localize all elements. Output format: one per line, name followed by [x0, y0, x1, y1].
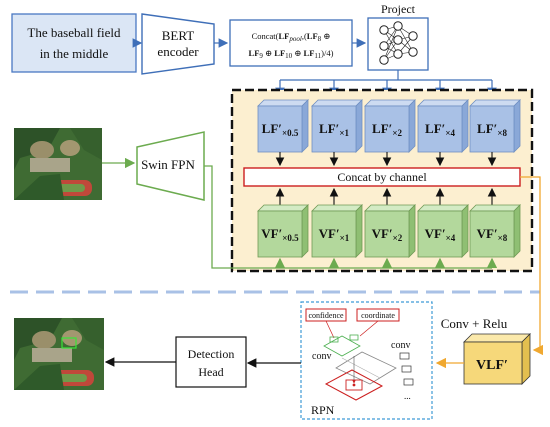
- svg-text:VF′×1: VF′×1: [319, 226, 350, 243]
- detection-head-line2: Head: [198, 365, 223, 379]
- detection-box: [61, 337, 77, 349]
- svg-text:VF′×0.5: VF′×0.5: [261, 226, 299, 243]
- rpn-conv-left: conv: [312, 351, 331, 362]
- rpn-block: confidence coordinate conv conv ... RPN: [300, 301, 433, 420]
- vlf-cube: VLF′: [463, 333, 531, 385]
- vf-cube-x8: VF′×8: [469, 204, 521, 258]
- vf-main: VF′: [261, 226, 282, 241]
- conv-relu-label: Conv + Relu: [441, 316, 508, 331]
- vf-cube-group: VF′×0.5 VF′×1 VF′×2 VF′×4 VF′×8: [257, 204, 521, 258]
- rpn-label: RPN: [311, 403, 335, 417]
- lf-main: LF′: [477, 121, 497, 136]
- concat-formula-box: Concat(LFpool,(LF8 ⊕ LF9 ⊕ LF10 ⊕ LF11)/…: [229, 19, 353, 67]
- detection-head: Detection Head: [175, 336, 247, 388]
- lf-main: LF′: [425, 121, 445, 136]
- vf-sub: ×1: [340, 233, 350, 243]
- svg-text:LF′×0.5: LF′×0.5: [262, 121, 299, 138]
- lf-main: LF′: [372, 121, 392, 136]
- lf-cube-x8: LF′×8: [469, 99, 521, 153]
- bert-label-line1: BERT: [162, 28, 195, 43]
- svg-text:LF′×1: LF′×1: [319, 121, 349, 138]
- svg-text:LF′×2: LF′×2: [372, 121, 402, 138]
- concat-to-vlf-line: [520, 176, 544, 356]
- concat-by-channel-bar: Concat by channel: [243, 167, 521, 187]
- vf-sub: ×0.5: [282, 233, 299, 243]
- swin-to-vf-lines: [204, 165, 498, 269]
- concat-channel-label: Concat by channel: [337, 170, 427, 184]
- text-query-box: The baseball field in the middle: [11, 13, 137, 73]
- vf-main: VF′: [425, 226, 446, 241]
- lf-cube-x0_5: LF′×0.5: [257, 99, 309, 153]
- vlf-label: VLF′: [476, 358, 508, 373]
- rpn-ellipsis: ...: [404, 391, 411, 401]
- vf-sub: ×8: [498, 233, 508, 243]
- vf-main: VF′: [372, 226, 393, 241]
- svg-text:LF′×8: LF′×8: [477, 121, 507, 138]
- lf-main: LF′: [319, 121, 339, 136]
- svg-text:LF′×4: LF′×4: [425, 121, 455, 138]
- lf-sub: ×4: [445, 128, 455, 138]
- vf-main: VF′: [477, 226, 498, 241]
- vf-to-concat-arrows: [275, 187, 497, 205]
- project-label: Project: [381, 2, 416, 16]
- bert-label-line2: encoder: [157, 44, 199, 59]
- svg-text:VF′×2: VF′×2: [372, 226, 403, 243]
- lf-to-concat-arrows: [275, 152, 497, 167]
- lf-cube-x1: LF′×1: [311, 99, 363, 153]
- input-aerial-image: [14, 128, 102, 200]
- lf-main: LF′: [262, 121, 282, 136]
- query-text-line2: in the middle: [40, 46, 109, 61]
- lf-sub: ×8: [497, 128, 507, 138]
- vf-cube-x1: VF′×1: [311, 204, 363, 258]
- lf-sub: ×2: [392, 128, 402, 138]
- lf-sub: ×1: [339, 128, 349, 138]
- output-aerial-image: [14, 318, 104, 390]
- rpn-coordinate-label: coordinate: [361, 311, 395, 320]
- swin-fpn-label: Swin FPN: [141, 157, 195, 172]
- lf-sub: ×0.5: [282, 128, 299, 138]
- query-text-line1: The baseball field: [27, 25, 121, 40]
- concat-formula-line1: Concat(LFpool,(LF8 ⊕: [252, 31, 331, 43]
- bert-encoder: BERT encoder: [141, 13, 215, 75]
- vf-cube-x4: VF′×4: [417, 204, 469, 258]
- vf-cube-x2: VF′×2: [364, 204, 416, 258]
- vf-sub: ×4: [446, 233, 456, 243]
- svg-text:VF′×8: VF′×8: [477, 226, 508, 243]
- rpn-conv-right: conv: [391, 340, 410, 351]
- vf-sub: ×2: [393, 233, 403, 243]
- concat-formula-line2: LF9 ⊕ LF10 ⊕ LF11)/4): [249, 48, 334, 60]
- swin-fpn: Swin FPN: [136, 131, 205, 201]
- lf-cube-x4: LF′×4: [417, 99, 469, 153]
- lf-cube-group: LF′×0.5 LF′×1 LF′×2 LF′×4 LF′×8: [257, 99, 521, 153]
- vf-cube-x0_5: VF′×0.5: [257, 204, 309, 258]
- lf-cube-x2: LF′×2: [364, 99, 416, 153]
- project-network-icon: [367, 17, 429, 71]
- svg-text:VF′×4: VF′×4: [425, 226, 456, 243]
- vf-main: VF′: [319, 226, 340, 241]
- detection-head-line1: Detection: [188, 347, 235, 361]
- rpn-confidence-label: confidence: [308, 311, 344, 320]
